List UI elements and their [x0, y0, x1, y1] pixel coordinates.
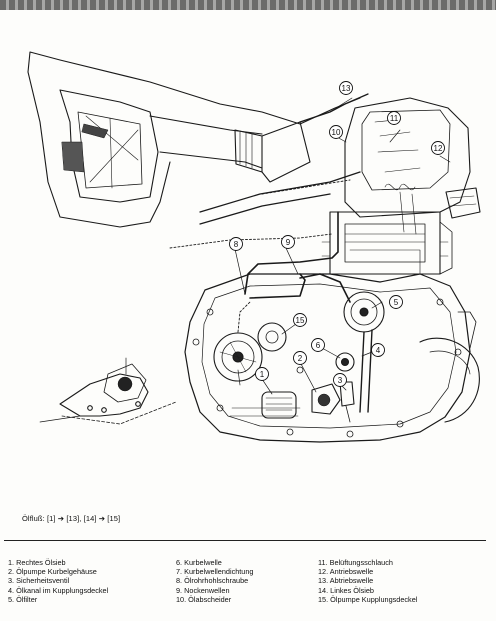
legend-column-1: 1. Rechtes Ölsieb 2. Ölpumpe Kurbelgehäu… [8, 558, 108, 604]
svg-text:15: 15 [296, 316, 305, 325]
oil-pipe [244, 211, 351, 303]
callout-2: 2 [293, 351, 307, 365]
mainshaft [213, 332, 263, 382]
engine-bolts [192, 298, 462, 438]
svg-text:11: 11 [390, 114, 399, 123]
scan-edge [0, 0, 496, 10]
parts-legend: 1. Rechtes Ölsieb 2. Ölpumpe Kurbelgehäu… [6, 558, 492, 618]
legend-item: 4. Ölkanal im Kupplungsdeckel [8, 585, 109, 595]
air-filter-housing [27, 51, 361, 228]
oil-flow-lines [169, 179, 351, 333]
callout-9: 9 [281, 235, 295, 249]
oil-flow-caption: Ölfluß: [1] ➔ [13], [14] ➔ [15] [22, 514, 121, 523]
svg-text:5: 5 [394, 298, 399, 307]
legend-item: 15. Ölpumpe Kupplungsdeckel [318, 594, 418, 604]
oil-filter [343, 291, 385, 413]
legend-item: 13. Abtriebswelle [318, 576, 374, 586]
cylinder-head [344, 97, 481, 235]
svg-text:3: 3 [338, 376, 343, 385]
legend-column-3: 11. Belüftungsschlauch 12. Antriebswelle… [318, 558, 417, 604]
callout-10: 10 [329, 125, 343, 139]
legend-item: 7. Kurbelwellendichtung [176, 567, 254, 577]
legend-column-2: 6. Kurbelwelle 7. Kurbelwellendichtung 8… [176, 558, 253, 604]
svg-text:1: 1 [260, 370, 265, 379]
legend-item: 12. Antriebswelle [318, 567, 374, 577]
legend-item: 9. Nockenwellen [176, 585, 230, 595]
callout-4: 4 [371, 343, 385, 357]
right-oil-strainer [229, 391, 301, 419]
legend-item: 1. Rechtes Ölsieb [8, 558, 66, 567]
svg-text:6: 6 [316, 341, 321, 350]
engine-oil-circuit-diagram: 1 2 3 4 5 6 8 9 10 11 12 13 15 [27, 51, 481, 443]
svg-text:4: 4 [376, 346, 381, 355]
relief-valve [339, 381, 355, 423]
callout-5: 5 [389, 295, 403, 309]
frame-tube [199, 93, 369, 225]
countershaft [257, 322, 287, 352]
svg-text:9: 9 [286, 238, 291, 247]
crankcase-oil-pump [311, 383, 341, 415]
svg-text:13: 13 [342, 84, 351, 93]
callout-15: 15 [293, 313, 307, 327]
svg-text:8: 8 [234, 240, 239, 249]
divider [4, 540, 486, 541]
legend-item: 3. Sicherheitsventil [8, 576, 70, 586]
svg-text:2: 2 [298, 354, 303, 363]
legend-item: 10. Ölabscheider [176, 594, 232, 604]
crankcase [184, 273, 471, 443]
callouts: 1 2 3 4 5 6 8 9 10 11 12 13 15 [229, 81, 445, 387]
callout-13: 13 [339, 81, 353, 95]
legend-item: 11. Belüftungsschlauch [318, 558, 393, 567]
svg-text:12: 12 [434, 144, 443, 153]
callout-6: 6 [311, 338, 325, 352]
legend-item: 5. Ölfilter [8, 594, 38, 604]
legend-item: 6. Kurbelwelle [176, 558, 222, 567]
callout-11: 11 [387, 111, 401, 125]
clutch-cover [419, 311, 480, 423]
cylinder-and-piston [321, 211, 453, 275]
svg-text:10: 10 [332, 128, 341, 137]
legend-item: 2. Ölpumpe Kurbelgehäuse [8, 567, 97, 577]
intake-boot [234, 121, 311, 183]
legend-item: 14. Linkes Ölsieb [318, 585, 374, 595]
callout-8: 8 [229, 237, 243, 251]
crankshaft [335, 352, 355, 372]
callout-3: 3 [333, 373, 347, 387]
callout-1: 1 [255, 367, 269, 381]
callout-12: 12 [431, 141, 445, 155]
legend-item: 8. Ölrohrhohlschraube [176, 576, 249, 586]
clutch-cover-oil-pump-inset [39, 363, 177, 425]
leader-lines [125, 97, 451, 395]
